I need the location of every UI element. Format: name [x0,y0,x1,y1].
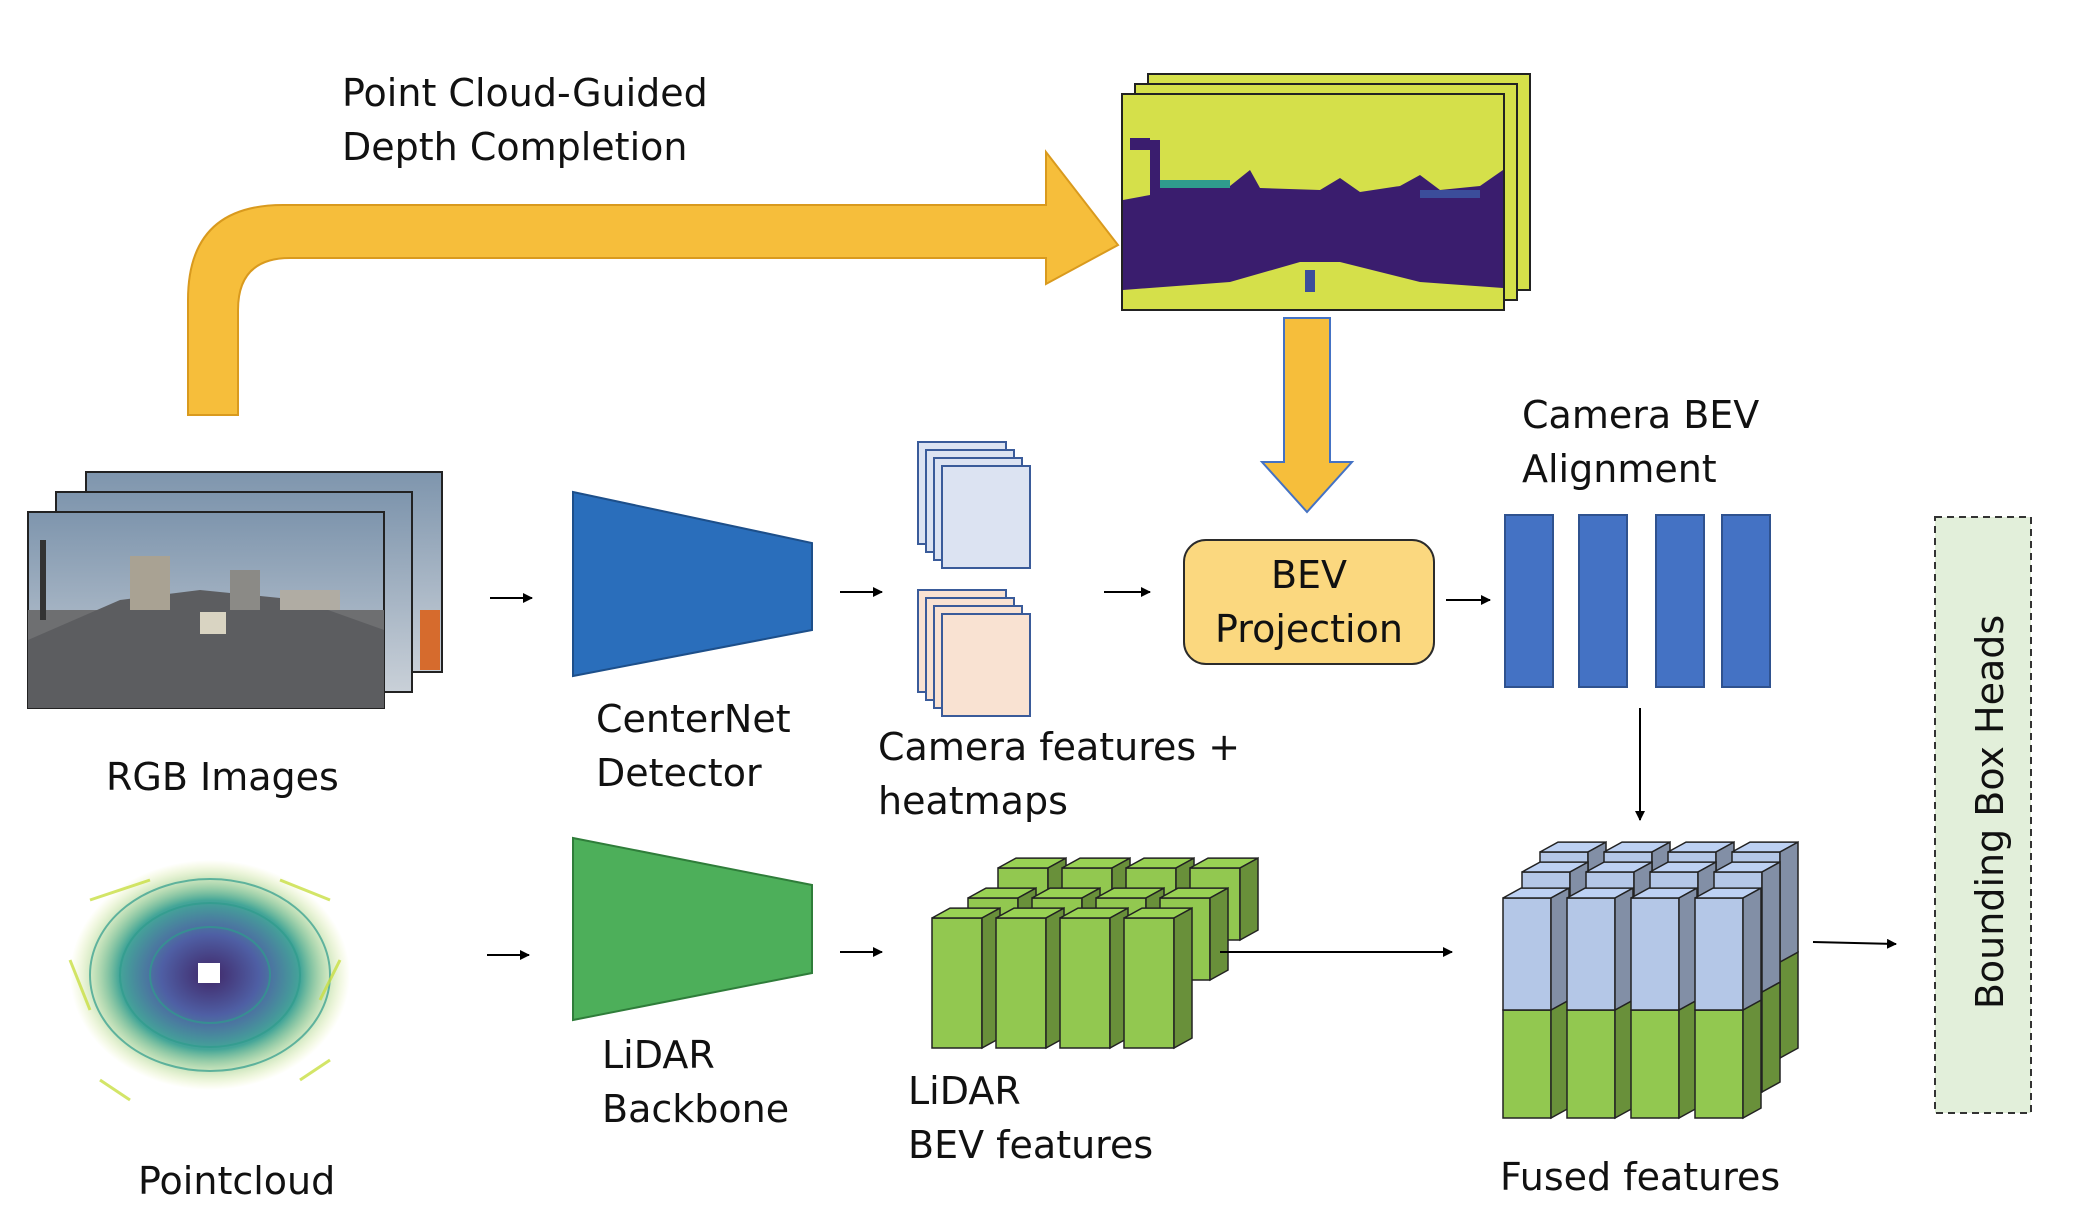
bev-projection-line-2: Projection [1215,607,1403,651]
camera-bev-alignment-label: Camera BEV Alignment [1522,388,1759,496]
camera-features-label: Camera features + heatmaps [878,720,1240,828]
fused-cube-r2-c3-camera [1694,886,1762,1012]
lidar-bev-features-label: LiDAR BEV features [908,1064,1153,1172]
centernet-line-2: Detector [596,751,762,795]
depth-map-stack [1121,73,1531,311]
camera-features-line-2: heatmaps [878,779,1068,823]
fused-cube-r2-c2-camera [1630,886,1698,1012]
fused-cube-r2-c3-camera-side [1742,886,1762,1012]
fused-cube-r2-c1-camera-front [1566,897,1616,1011]
depth-completion-arrow-shape [187,149,1120,416]
lidar-cube-r2-c1 [995,906,1065,1050]
rgb-images-label: RGB Images [106,755,339,799]
camera-bev-alignment-line-2: Alignment [1522,447,1717,491]
camera-bev-alignment-bars [1504,514,1771,688]
rgb-image-stack [27,471,443,709]
lidar-backbone-shape [572,836,813,1022]
fused-cube-r2-c0-camera-front [1502,897,1552,1011]
bev-projection-label: BEV Projection [1184,548,1434,656]
fused-cube-r2-c2-camera-front [1630,897,1680,1011]
fused-cube-r2-c2-lidar [1630,998,1698,1120]
fused-cube-r2-c0-lidar-front [1502,1009,1552,1119]
lidar-cube-r1-c3-side [1209,886,1229,982]
fused-cube-r2-c3-lidar-front [1694,1009,1744,1119]
bev-projection-line-1: BEV [1270,553,1348,597]
centernet-line-1: CenterNet [596,697,791,741]
fused-cube-r2-c3-camera-front [1694,897,1744,1011]
lidar-bev-feature-cubes [931,856,1259,1050]
fused-cube-r1-c3-lidar-side [1761,980,1781,1094]
lidar-cube-r2-c3-side [1173,906,1193,1050]
lidar-backbone-line-2: Backbone [602,1087,790,1131]
fused-cube-r2-c1-lidar [1566,998,1634,1120]
fused-cube-r2-c1-lidar-front [1566,1009,1616,1119]
bounding-box-heads-label: Bounding Box Heads [1968,614,2012,1010]
fused-feature-cubes [1502,840,1799,1120]
lidar-cube-r0-c3-side [1239,856,1259,942]
arrow-fused-to-heads [1812,938,1897,949]
fused-cube-r2-c1-camera [1566,886,1634,1012]
camera-bev-alignment-line-1: Camera BEV [1522,393,1760,437]
lidar-bev-features-line-2: BEV features [908,1123,1154,1167]
fused-cube-r2-c0-camera [1502,886,1570,1012]
camera-features-line-1: Camera features + [878,725,1241,769]
fused-cube-r0-c3-camera-side [1779,840,1799,964]
fused-cube-r2-c0-lidar [1502,998,1570,1120]
heatmap-stack [917,589,1031,717]
bev-projection-box [1183,539,1435,665]
depth-completion-arrow [188,152,1118,415]
lidar-cube-r2-c1-front [995,917,1047,1049]
lidar-bev-features-line-1: LiDAR [908,1069,1021,1113]
lidar-cube-r2-c3-front [1123,917,1175,1049]
depth-to-bev-arrow [1259,317,1355,514]
flow-arrows [487,587,1897,960]
lidar-cube-r2-c0 [931,906,1001,1050]
camera-feature-stack [917,441,1031,569]
fused-cube-r2-c2-lidar-front [1630,1009,1680,1119]
fused-cube-r0-c3-lidar-side [1779,950,1799,1060]
lidar-backbone-line-1: LiDAR [602,1033,715,1077]
lidar-cube-r2-c0-front [931,917,983,1049]
pointcloud-image [68,860,350,1102]
lidar-backbone-label: LiDAR Backbone [602,1028,789,1136]
depth-completion-label: Point Cloud-Guided Depth Completion [342,66,708,174]
lidar-cube-r2-c2-front [1059,917,1111,1049]
pointcloud-label: Pointcloud [138,1159,336,1203]
lidar-cube-r2-c2 [1059,906,1129,1050]
depth-completion-line-1: Point Cloud-Guided [342,71,708,115]
fused-cube-r1-c3-camera-side [1761,860,1781,994]
centernet-detector-shape [572,490,813,678]
depth-completion-line-2: Depth Completion [342,125,688,169]
bounding-box-heads-box [1934,516,2032,1114]
fused-cube-r2-c3-lidar-side [1742,998,1762,1120]
fused-cube-r2-c3-lidar [1694,998,1762,1120]
lidar-cube-r2-c3 [1123,906,1193,1050]
centernet-label: CenterNet Detector [596,692,791,800]
fused-features-label: Fused features [1500,1155,1781,1199]
